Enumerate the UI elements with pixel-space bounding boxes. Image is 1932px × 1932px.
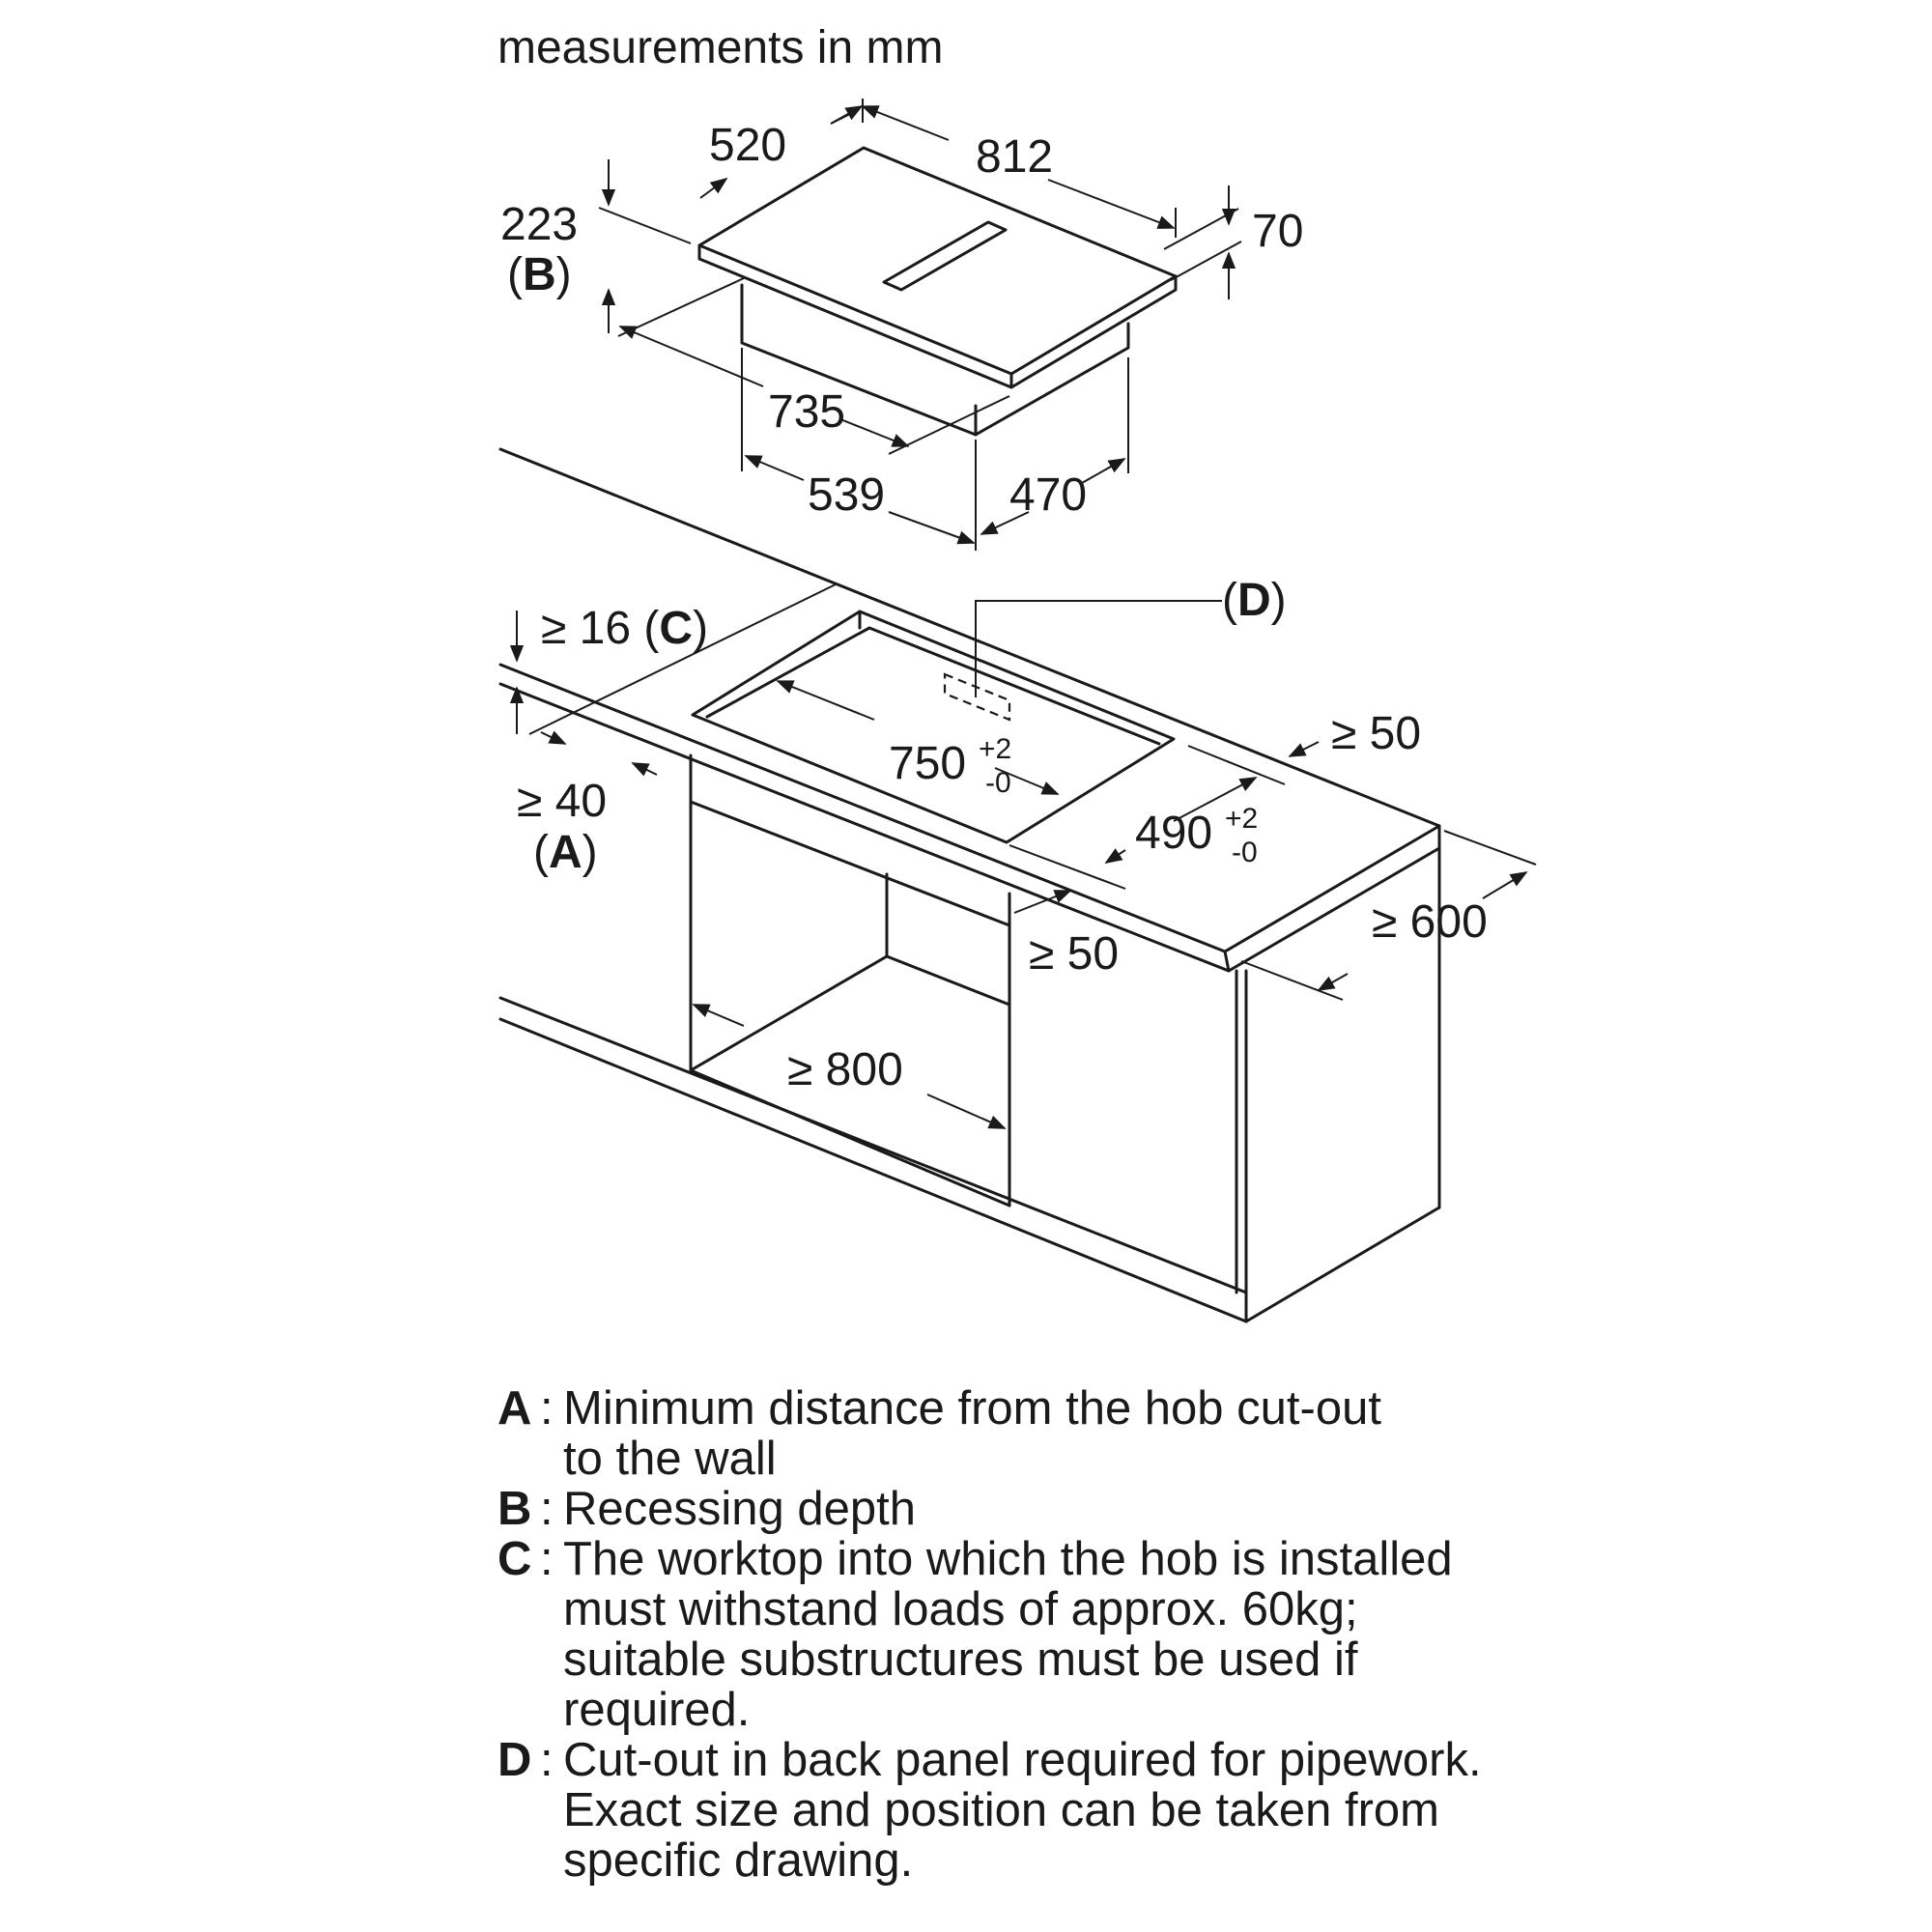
- label-cutout-750: 750: [889, 738, 966, 789]
- legend-colon: :: [540, 1382, 554, 1435]
- legend-colon: :: [540, 1533, 554, 1585]
- label-depth-520: 520: [709, 120, 786, 171]
- label-cutout-490-tol-minus: -0: [1232, 837, 1258, 868]
- legend-line: Minimum distance from the hob cut-out: [563, 1382, 1381, 1435]
- extractor-vent: [882, 220, 1008, 292]
- label-body-539: 539: [808, 469, 885, 521]
- d-leader-line: [975, 600, 1222, 697]
- legend-key: D: [497, 1734, 532, 1786]
- legend-line: specific drawing.: [563, 1834, 914, 1887]
- legend-item-b: B:Recessing depth: [497, 1484, 1850, 1534]
- legend-line: The worktop into which the hob is instal…: [563, 1533, 1453, 1585]
- label-cabinet-600: ≥ 600: [1372, 896, 1488, 948]
- legend-line: suitable substructures must be used if: [563, 1634, 1358, 1686]
- legend-line: to the wall: [563, 1433, 777, 1485]
- label-width-812: 812: [976, 131, 1053, 183]
- legend-key: A: [497, 1382, 532, 1435]
- label-recess-223: 223: [500, 199, 578, 250]
- label-body-735: 735: [768, 386, 845, 438]
- label-cutout-490-tol-plus: +2: [1225, 803, 1258, 835]
- cutout-dimension-lines: [509, 583, 1537, 1129]
- label-wall-40: ≥ 40: [517, 776, 607, 827]
- label-cutout-490: 490: [1135, 808, 1212, 859]
- label-cutout-750-tol-minus: -0: [985, 767, 1011, 799]
- label-height-70: 70: [1252, 206, 1303, 257]
- hob-unit: [697, 146, 1178, 437]
- label-side-50: ≥ 50: [1331, 708, 1421, 759]
- legend-line: required.: [563, 1684, 751, 1736]
- label-recess-b-ref: (B): [507, 249, 572, 300]
- legend-colon: :: [540, 1734, 554, 1786]
- legend-text: Recessing depth: [563, 1484, 1529, 1534]
- legend-key: C: [497, 1533, 532, 1585]
- label-body-470: 470: [1009, 469, 1087, 521]
- label-front-50: ≥ 50: [1029, 928, 1119, 980]
- hob-cutout: [691, 610, 1176, 844]
- hob-top-edge: [697, 243, 1178, 389]
- pipework-cutout: [943, 672, 1011, 722]
- legend-line: Exact size and position can be taken fro…: [563, 1784, 1440, 1836]
- legend-line: Cut-out in back panel required for pipew…: [563, 1734, 1482, 1786]
- worktop: [498, 447, 1441, 973]
- label-cutout-750-tol-plus: +2: [979, 733, 1011, 765]
- cabinet: [498, 600, 1441, 1323]
- legend-text: Cut-out in back panel required for pipew…: [563, 1735, 1529, 1886]
- legend-line: Recessing depth: [563, 1483, 917, 1535]
- units-label: measurements in mm: [497, 22, 943, 73]
- legend-item-d: D:Cut-out in back panel required for pip…: [497, 1735, 1850, 1886]
- label-worktop-16: ≥ 16 (C): [541, 603, 708, 654]
- dimension-labels: measurements in mm 520 812 70 223 (B) 73…: [497, 22, 1488, 1095]
- label-wall-a-ref: (A): [533, 827, 598, 878]
- legend-line: must withstand loads of approx. 60kg;: [563, 1583, 1358, 1635]
- legend-text: The worktop into which the hob is instal…: [563, 1534, 1529, 1735]
- hob-top-surface: [697, 146, 1178, 376]
- legend-colon: :: [540, 1483, 554, 1535]
- hob-dimension-lines: [598, 99, 1242, 551]
- label-cabinet-800: ≥ 800: [787, 1044, 903, 1095]
- label-d-ref: (D): [1222, 575, 1287, 626]
- legend-key: B: [497, 1483, 532, 1535]
- legend-item-c: C:The worktop into which the hob is inst…: [497, 1534, 1850, 1735]
- hob-body: [740, 283, 978, 437]
